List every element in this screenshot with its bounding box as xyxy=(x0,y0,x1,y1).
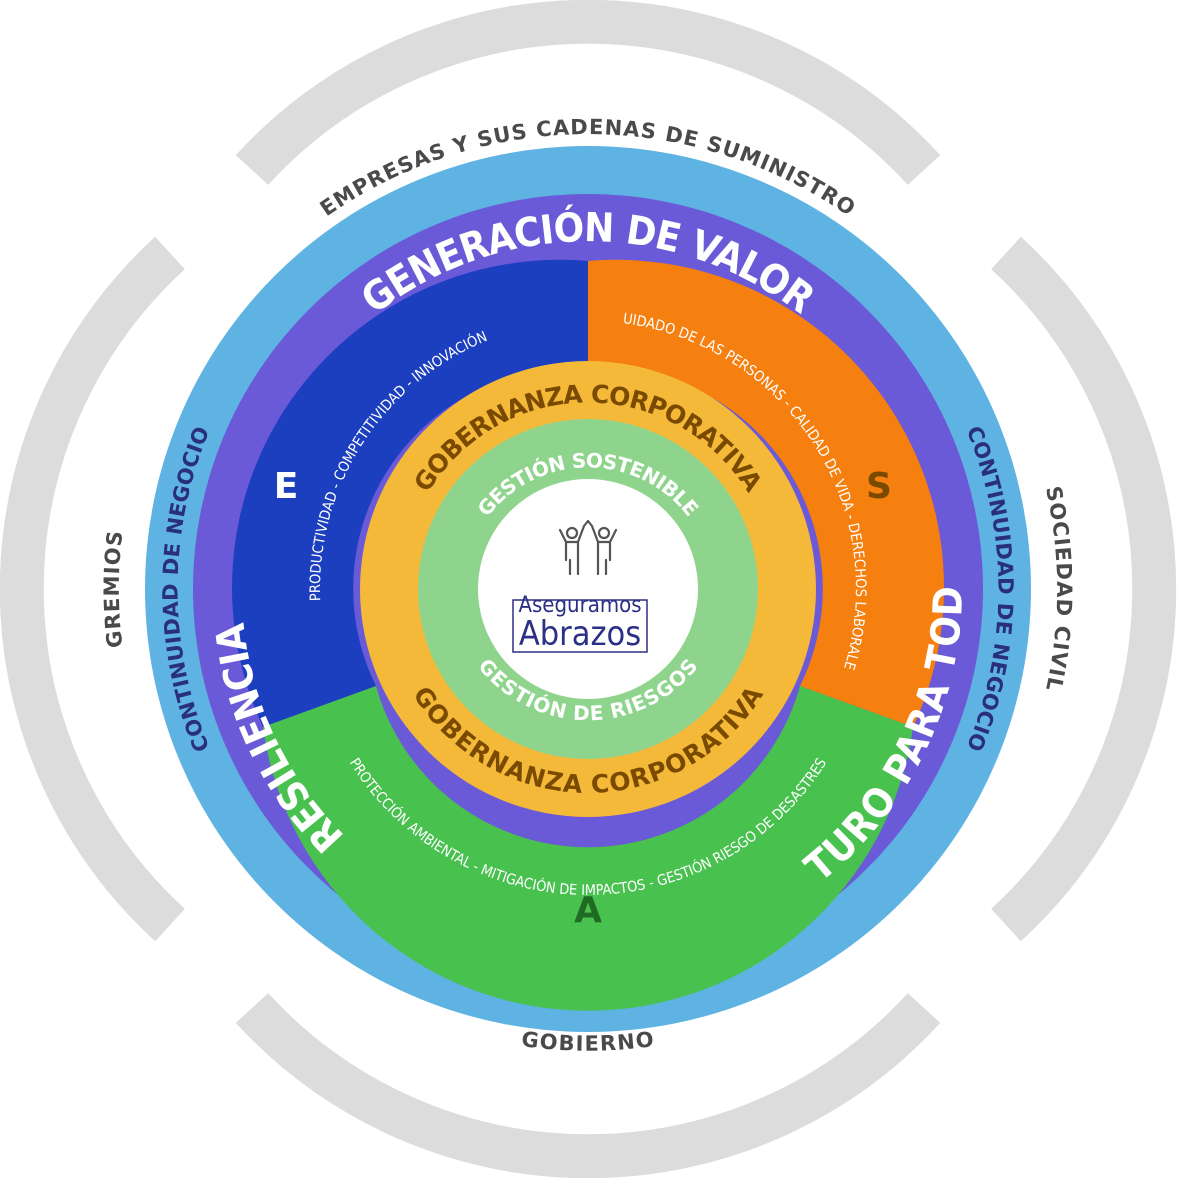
high-five-people-icon xyxy=(558,519,618,576)
stakeholder-right-label: SOCIEDAD CIVIL xyxy=(1041,484,1076,694)
band-left xyxy=(0,236,185,942)
esg-segments xyxy=(231,259,945,1011)
segment-a xyxy=(263,686,913,1011)
letter-a: A xyxy=(574,890,602,931)
segment-e xyxy=(231,259,588,727)
band-right xyxy=(991,236,1177,942)
logo: Aseguramos Abrazos xyxy=(512,519,648,654)
letter-s: S xyxy=(866,466,892,507)
logo-line2: Abrazos xyxy=(519,614,641,654)
logo-top-bar xyxy=(513,586,647,589)
stakeholder-left-label: GREMIOS xyxy=(100,529,128,649)
band-top xyxy=(235,0,941,185)
stakeholder-bottom-label: GOBIERNO xyxy=(520,1027,656,1056)
logo-line1: Aseguramos xyxy=(518,593,641,618)
segment-s xyxy=(588,259,945,727)
logo-frame xyxy=(512,599,648,653)
letter-e: E xyxy=(274,466,299,507)
band-bottom xyxy=(235,993,941,1178)
